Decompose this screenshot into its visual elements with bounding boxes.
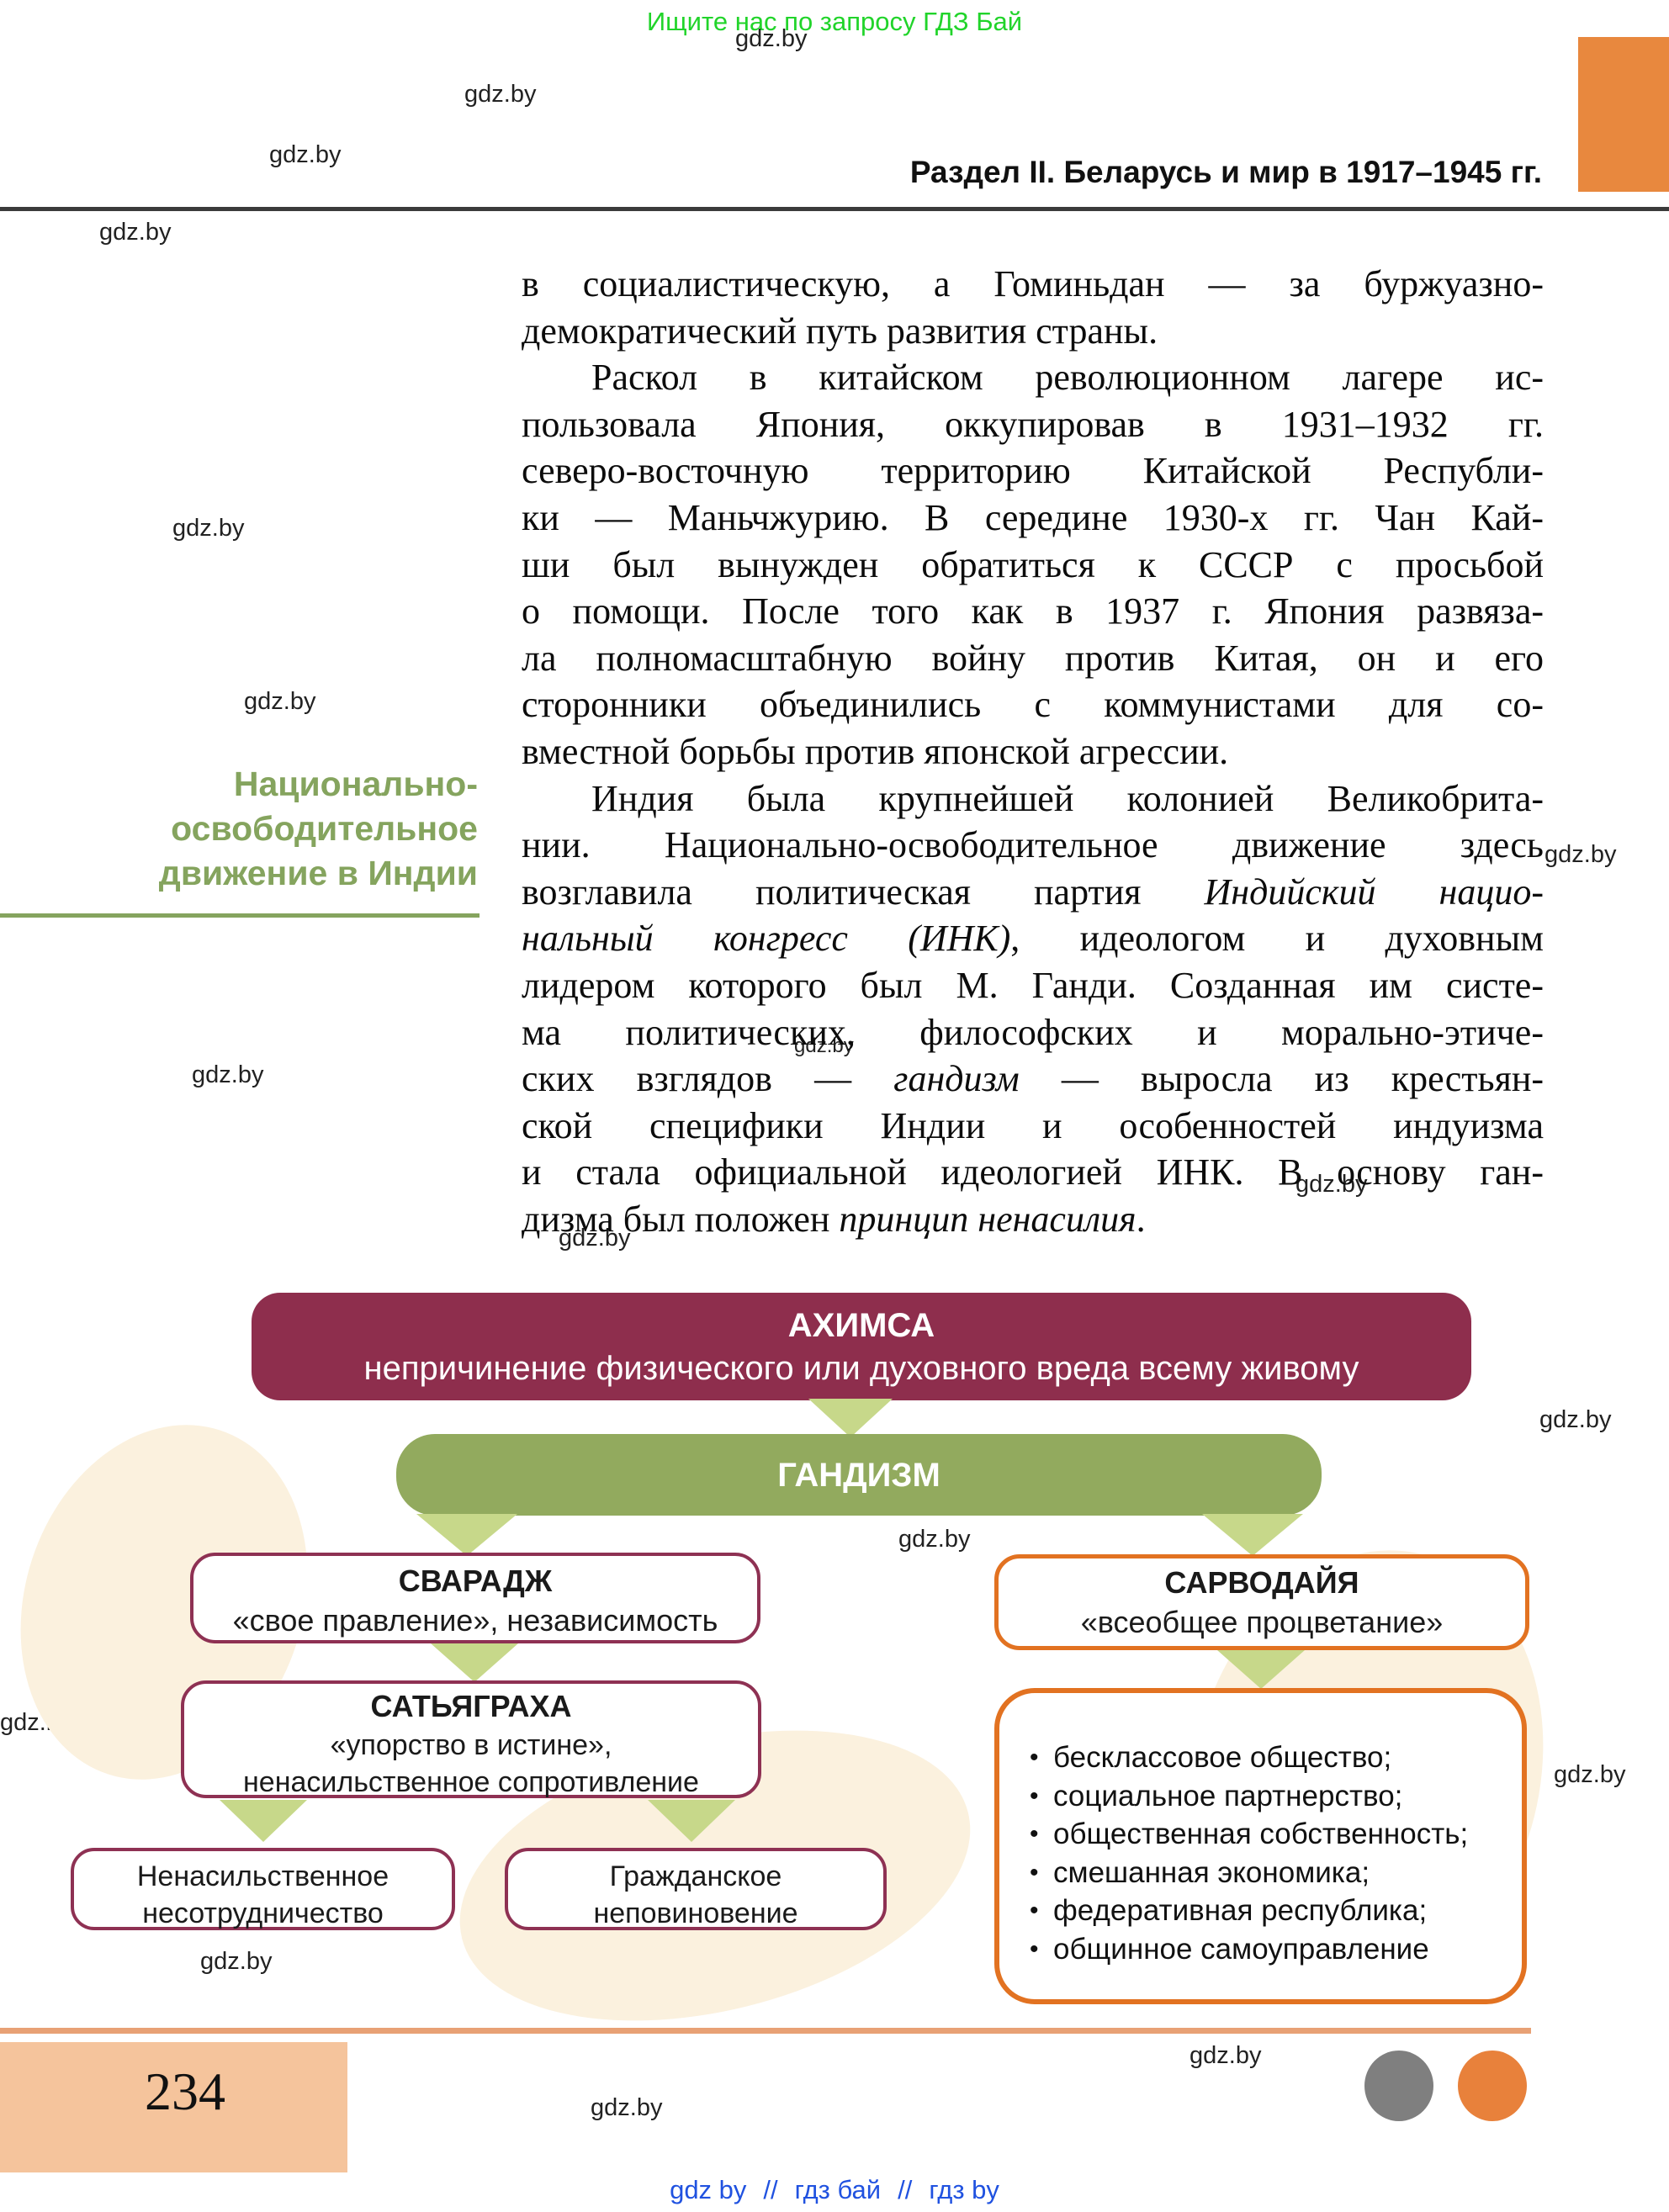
watermark: gdz.by (1295, 1171, 1368, 1198)
body-line: и стала официальной идеологией ИНК. В ос… (522, 1151, 1544, 1193)
footer-link[interactable]: gdz by (670, 2175, 747, 2204)
footer-divider (0, 2028, 1531, 2034)
body-line: возглавила политическая партия Индийский… (522, 871, 1544, 913)
orange-circle-icon (1458, 2051, 1527, 2121)
body-line: ских взглядов — гандизм — выросла из кре… (522, 1058, 1544, 1100)
sarvodaya-box: САРВОДАЙЯ «всеобщее процветание» (994, 1554, 1529, 1650)
watermark: gdz.by (1544, 841, 1617, 868)
swaraj-box: СВАРАДЖ «свое правление», независимость (190, 1553, 760, 1643)
watermark: gdz.by (99, 219, 172, 246)
body-line: о помощи. После того как в 1937 г. Япони… (522, 590, 1544, 632)
footer-links-separator: // (763, 2175, 778, 2204)
footer-link[interactable]: гдз бай (794, 2175, 882, 2204)
watermark: gdz.by (1539, 1406, 1612, 1433)
body-line: дизма был положен принцип ненасилия. (522, 1198, 1146, 1240)
sidebar-heading: Национально- освободительное движение в … (0, 762, 478, 896)
swaraj-subtitle: «свое правление», независимость (232, 1603, 718, 1638)
satyagraha-box: САТЬЯГРАХА «упорство в истине», ненасиль… (181, 1680, 761, 1798)
watermark: gdz.by (464, 81, 537, 108)
body-text: в социалистическую, а Гоминьдан — за бур… (522, 261, 1544, 1242)
page-number-block (0, 2042, 347, 2172)
sarvodaya-title: САРВОДАЙЯ (1164, 1565, 1359, 1600)
footer-link[interactable]: гдз by (929, 2175, 999, 2204)
body-line: ла полномасштабную войну против Китая, о… (522, 637, 1544, 679)
watermark: gdz.by (172, 515, 245, 542)
gray-circle-icon (1364, 2051, 1433, 2121)
body-line: ши был вынужден обратиться к СССР с прос… (522, 543, 1544, 585)
arrow-down-icon (648, 1800, 735, 1842)
sarvodaya-subtitle: «всеобщее процветание» (1080, 1605, 1444, 1639)
sarvodaya-principles-box: бесклассовое общество;социальное партнер… (994, 1688, 1527, 2004)
body-line: Индия была крупнейшей колонией Великобри… (591, 777, 1544, 819)
noncooperation-line1: Ненасильственное (136, 1860, 389, 1892)
arrow-down-icon (808, 1399, 893, 1437)
arrow-down-icon (1202, 1514, 1303, 1556)
page-number: 234 (145, 2061, 225, 2121)
ahimsa-subtitle: непричинение физического или духовного в… (363, 1350, 1359, 1387)
watermark: gdz.by (244, 688, 316, 715)
ahimsa-title: АХИМСА (787, 1307, 935, 1344)
corner-accent-rect (1578, 37, 1669, 192)
body-line: Раскол в китайском революционном лагере … (591, 357, 1544, 399)
noncooperation-box: Ненасильственное несотрудничество (71, 1848, 455, 1930)
disobedience-line1: Гражданское (609, 1860, 782, 1892)
footer-links: gdz by // гдз бай // гдз by (0, 2175, 1669, 2205)
body-line: ма политических, философских и морально-… (522, 1011, 1544, 1053)
disobedience-box: Гражданское неповиновение (505, 1848, 887, 1930)
body-line: лидером которого был М. Ганди. Созданная… (522, 964, 1544, 1006)
principle-item: бесклассовое общество; (1028, 1738, 1505, 1777)
ahimsa-box: АХИМСА непричинение физического или духо… (252, 1293, 1471, 1400)
header-divider (0, 207, 1669, 211)
watermark: gdz.by (1554, 1761, 1626, 1788)
satyagraha-line3: ненасильственное сопротивление (243, 1766, 699, 1798)
principle-item: общинное самоуправление (1028, 1930, 1505, 1969)
watermark: gdz.by (591, 2094, 663, 2121)
principle-item: социальное партнерство; (1028, 1777, 1505, 1816)
sidebar-heading-line: Национально- (233, 765, 478, 803)
gandhism-title: ГАНДИЗМ (777, 1456, 940, 1494)
arrow-down-icon (431, 1643, 518, 1682)
watermark: gdz.by (269, 141, 342, 168)
promo-text: Ищите нас по запросу ГДЗ Бай (646, 7, 1023, 36)
section-title: Раздел II. Беларусь и мир в 1917–1945 гг… (909, 155, 1542, 189)
body-line: северо-восточную территорию Китайской Ре… (522, 450, 1544, 492)
body-line: нии. Национально-освободительное движени… (522, 824, 1544, 866)
sidebar-heading-line: движение в Индии (158, 854, 478, 892)
body-line: демократический путь развития страны. (522, 310, 1158, 352)
body-line: в социалистическую, а Гоминьдан — за бур… (522, 263, 1544, 304)
watermark: gdz.by (794, 1035, 854, 1057)
watermark: gdz.by (898, 1526, 971, 1553)
watermark: gdz.by (1189, 2042, 1262, 2069)
watermark: gdz.by (559, 1225, 631, 1252)
noncooperation-line2: несотрудничество (142, 1897, 384, 1929)
principle-item: общественная собственность; (1028, 1815, 1505, 1854)
body-line: ской специфики Индии и особенностей инду… (522, 1104, 1544, 1146)
body-line: вместной борьбы против японской агрессии… (522, 730, 1229, 772)
watermark: gdz.by (735, 25, 808, 52)
arrow-down-icon (220, 1800, 307, 1842)
satyagraha-line2: «упорство в истине», (330, 1729, 612, 1761)
disobedience-line2: неповиновение (593, 1897, 798, 1929)
arrow-down-icon (1217, 1650, 1305, 1689)
watermark: gdz.by (192, 1061, 264, 1088)
swaraj-title: СВАРАДЖ (398, 1564, 553, 1598)
satyagraha-title: САТЬЯГРАХА (370, 1689, 572, 1723)
principle-item: федеративная республика; (1028, 1892, 1505, 1930)
footer-links-separator: // (898, 2175, 913, 2204)
sidebar-heading-line: освободительное (171, 809, 478, 848)
sidebar-heading-rule (0, 913, 480, 918)
body-line: нальный конгресс (ИНК), идеологом и духо… (522, 918, 1544, 960)
body-line: сторонники объединились с коммунистами д… (522, 684, 1544, 726)
gandhism-box: ГАНДИЗМ (396, 1434, 1322, 1516)
body-line: ки — Маньчжурию. В середине 1930-х гг. Ч… (522, 496, 1544, 538)
body-line: пользовала Япония, оккупировав в 1931–19… (522, 403, 1544, 445)
sarvodaya-principles-list: бесклассовое общество;социальное партнер… (1028, 1738, 1505, 1968)
watermark: gdz.by (200, 1948, 273, 1975)
principle-item: смешанная экономика; (1028, 1854, 1505, 1892)
arrow-down-icon (416, 1514, 517, 1556)
